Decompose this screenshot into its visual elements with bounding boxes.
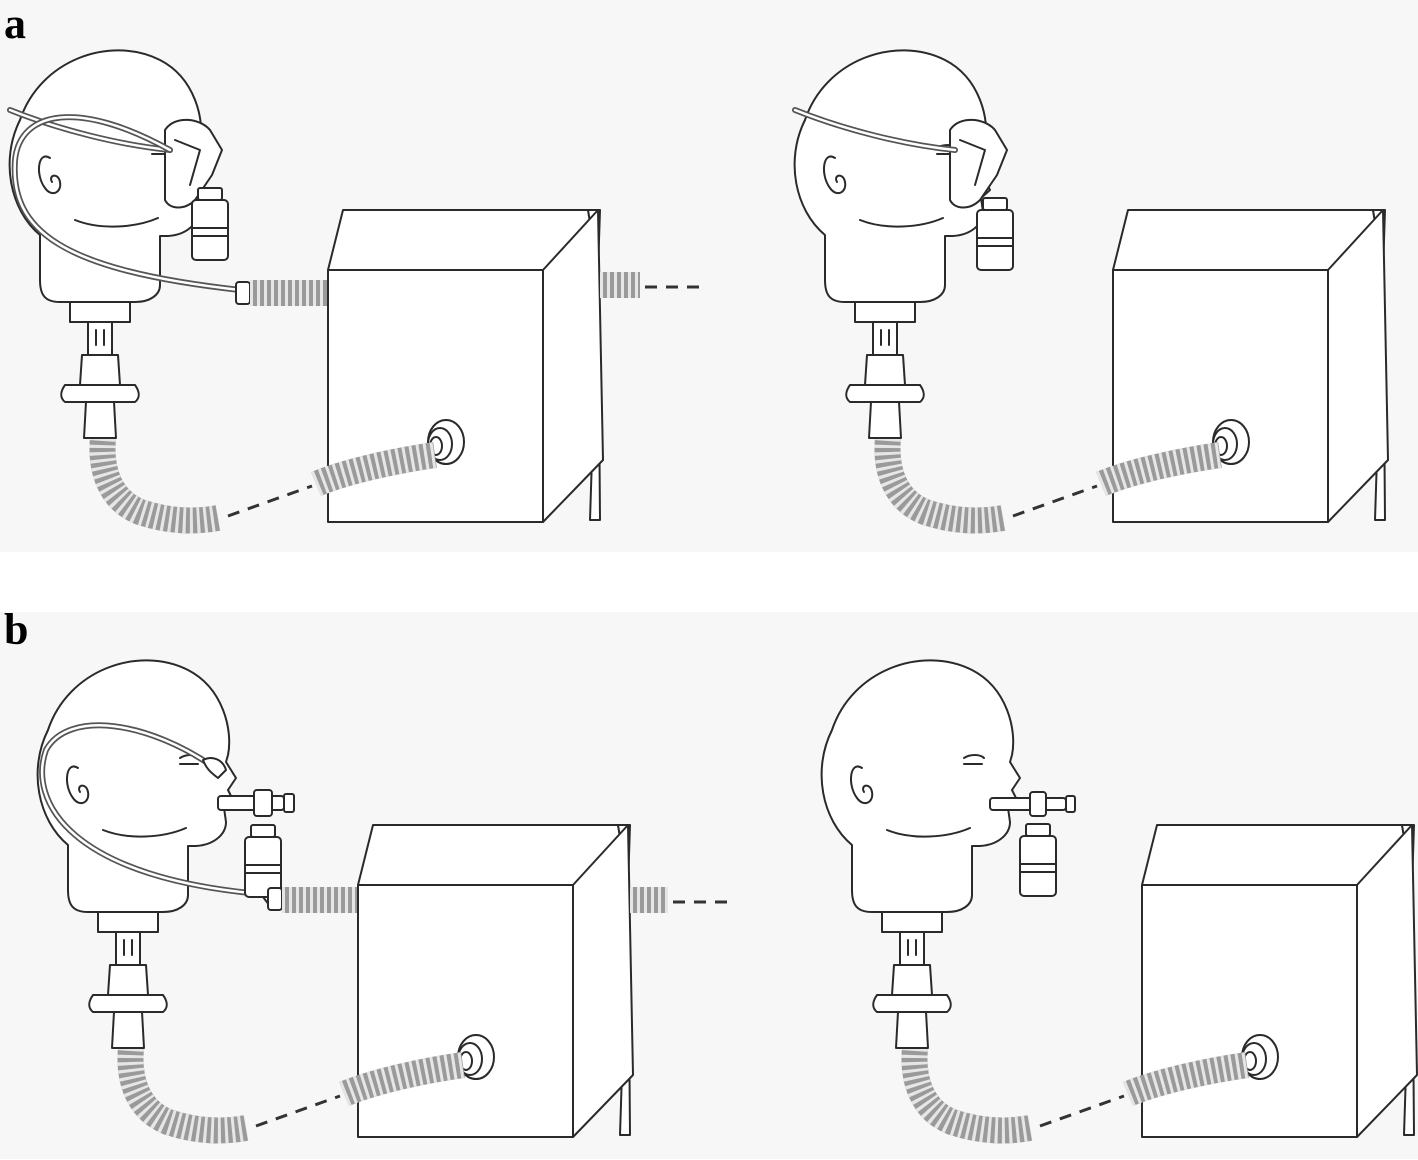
mannequin-head-icon (36, 659, 237, 1049)
nebulizer-icon (191, 187, 229, 261)
panel-a-label: a (4, 0, 26, 48)
panel-b-left-scene (36, 659, 728, 1144)
mannequin-head-icon (8, 49, 209, 440)
nasal-cannula-icon (39, 722, 276, 898)
panel-b-right-scene (820, 659, 1418, 1144)
tracheal-adapter-icon (217, 789, 295, 817)
tracheal-adapter-icon (989, 791, 1076, 817)
corrugated-hose-icon (311, 442, 437, 497)
nebulizer-icon (1019, 823, 1057, 897)
mannequin-head-icon (820, 659, 1021, 1049)
oxygen-mask-icon (792, 107, 1008, 209)
panel-a-right-scene (792, 49, 1389, 534)
nebulizer-icon (976, 197, 1014, 271)
panel-a-left-scene (7, 49, 700, 534)
oxygen-mask-icon (7, 107, 223, 209)
panel-b-label: b (4, 605, 29, 654)
nebulizer-icon (244, 824, 282, 898)
mannequin-head-icon (793, 49, 994, 440)
